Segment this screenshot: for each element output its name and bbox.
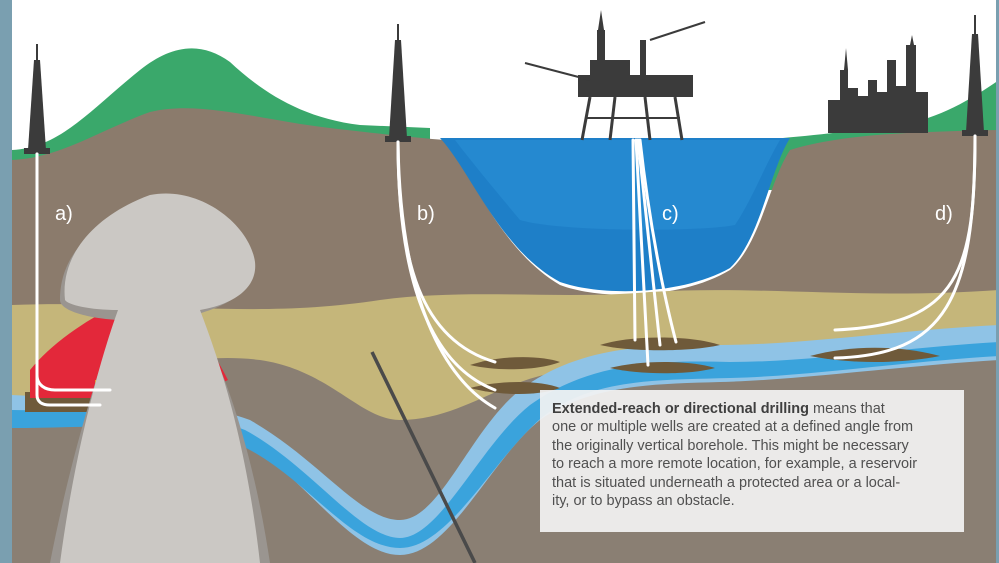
rig-d xyxy=(962,15,988,136)
brown-upper-strata xyxy=(12,108,999,320)
caption-line-0: means that xyxy=(809,401,885,417)
label-well-b: b) xyxy=(417,203,435,225)
label-well-a: a) xyxy=(55,203,73,225)
right-edge-bar xyxy=(996,0,999,563)
salt-dome xyxy=(60,193,260,563)
boreholes xyxy=(35,134,977,410)
borehole-c4 xyxy=(638,138,678,344)
caption-line-5: ity, or to bypass an obstacle. xyxy=(552,493,735,510)
borehole-a2 xyxy=(35,152,102,407)
caption-line-4: that is situated underneath a protected … xyxy=(552,474,901,491)
rig-a xyxy=(24,44,50,154)
label-well-d: d) xyxy=(935,203,953,225)
oil-bed-c2 xyxy=(610,362,715,374)
ocean-highlight xyxy=(455,140,780,230)
borehole-c1 xyxy=(631,138,637,342)
caption-bold: Extended-reach or directional drilling xyxy=(552,401,810,417)
caption-line-2: the originally vertical borehole. This m… xyxy=(552,437,909,454)
rig-b xyxy=(385,24,411,142)
reservoir-left xyxy=(30,305,118,398)
borehole-c2 xyxy=(634,138,650,367)
oil-bed-b2 xyxy=(470,382,560,394)
fault-line xyxy=(370,351,477,563)
label-well-c: c) xyxy=(662,203,679,225)
borehole-c3 xyxy=(636,138,662,347)
borehole-b3 xyxy=(396,140,497,410)
offshore-platform xyxy=(524,10,706,141)
city-skyline xyxy=(828,35,928,133)
caption-line-3: to reach a more remote location, for exa… xyxy=(552,456,918,473)
borehole-d2 xyxy=(833,134,977,360)
caption-box: Extended-reach or directional drilling m… xyxy=(540,390,964,532)
aquifer-dark xyxy=(12,342,999,548)
caption-line-1: one or multiple wells are created at a d… xyxy=(552,419,914,436)
left-edge-bar xyxy=(0,0,12,563)
